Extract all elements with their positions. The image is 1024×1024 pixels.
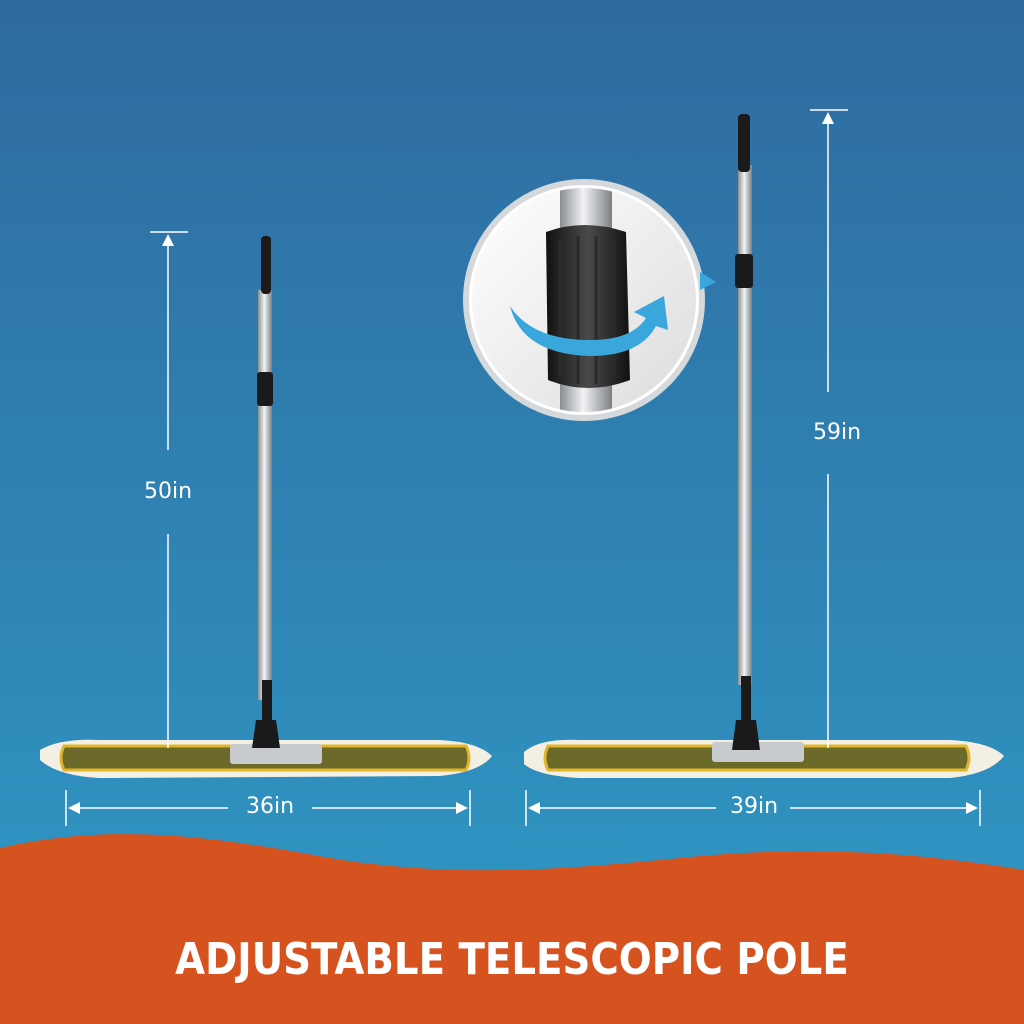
- left-mop-lock: [257, 372, 273, 406]
- right-width-label: 39in: [729, 794, 779, 819]
- right-width-dimension: [525, 790, 981, 826]
- right-mop-joint: [732, 720, 760, 750]
- left-height-dimension: [150, 231, 188, 748]
- right-mop: [524, 114, 1004, 778]
- banner-wave: [0, 834, 1024, 1024]
- twist-lock-arrow-icon: [510, 296, 668, 356]
- left-mop-grip: [261, 236, 271, 294]
- left-mop-pole: [258, 290, 272, 700]
- right-height-label: 59in: [812, 420, 862, 445]
- left-width-label: 36in: [245, 794, 295, 819]
- right-height-dimension: [810, 109, 848, 748]
- pointer-icon: [700, 272, 716, 290]
- left-height-label: 50in: [143, 479, 193, 504]
- right-mop-lock: [735, 254, 753, 288]
- left-mop-frame: [230, 744, 322, 764]
- left-mop: [40, 236, 492, 778]
- left-width-dimension: [65, 790, 471, 826]
- left-mop-joint: [252, 720, 280, 748]
- right-mop-pole: [738, 165, 752, 685]
- twist-lock-detail: [463, 179, 716, 421]
- right-mop-grip: [738, 114, 750, 172]
- banner-title: ADJUSTABLE TELESCOPIC POLE: [175, 934, 849, 985]
- dimension-arrow-icon: [162, 234, 174, 246]
